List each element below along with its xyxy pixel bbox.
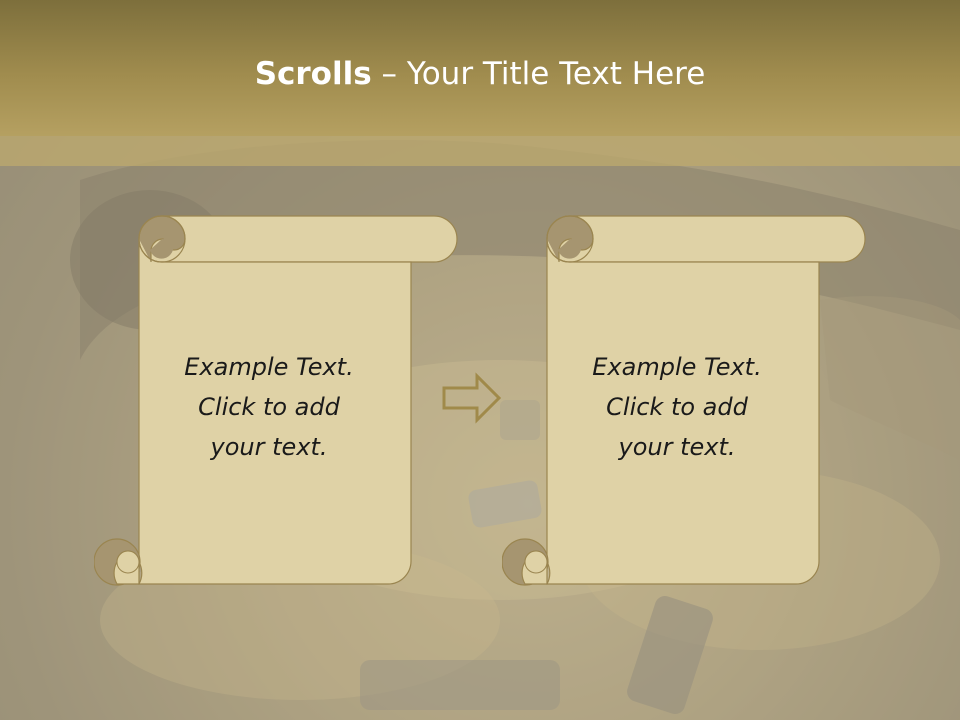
scroll-graphic [94,215,458,586]
scroll-text-line: Click to add [606,393,748,421]
scroll-text-line: Example Text. [592,353,762,381]
slide-title-bold: Scrolls [254,56,372,92]
right-arrow-outline-icon[interactable] [441,372,505,424]
scroll-text-right[interactable]: Example Text. Click to add your text. [552,347,802,467]
scroll-shape-left[interactable]: Example Text. Click to add your text. [94,214,460,588]
slide-title-rest: – Your Title Text Here [371,56,706,92]
scroll-text-line: Example Text. [184,353,354,381]
scroll-text-line: your text. [618,433,736,461]
scroll-shape-right[interactable]: Example Text. Click to add your text. [502,214,868,588]
scroll-text-line: your text. [210,433,328,461]
title-strip [0,136,960,166]
scroll-text-left[interactable]: Example Text. Click to add your text. [144,347,394,467]
scroll-text-line: Click to add [198,393,340,421]
title-band [0,0,960,136]
slide-title[interactable]: Scrolls – Your Title Text Here [0,52,960,96]
scroll-graphic [502,215,866,586]
